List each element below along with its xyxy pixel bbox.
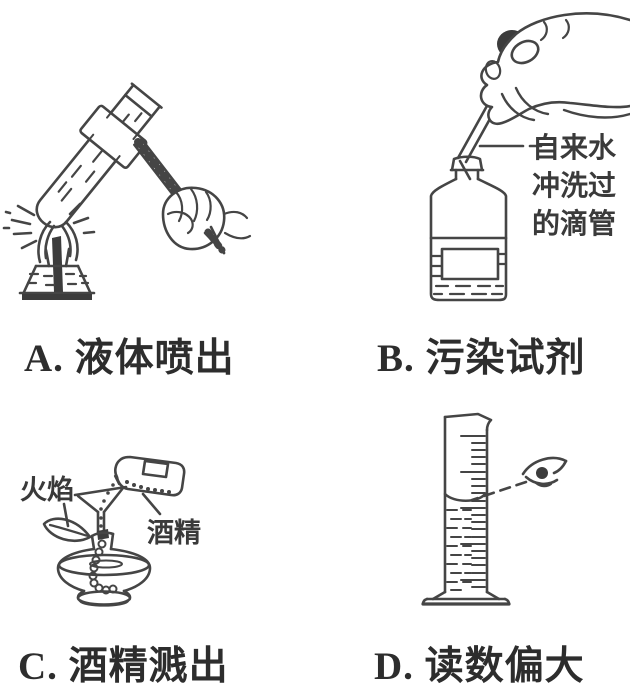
handle-tip bbox=[205, 227, 224, 253]
flame-pointer bbox=[64, 504, 68, 526]
thumb-nail bbox=[484, 59, 502, 80]
alcohol-lamp bbox=[20, 236, 94, 300]
reagent-bottle bbox=[431, 157, 506, 300]
caption-c: C. 酒精溅出 bbox=[18, 645, 229, 687]
hand bbox=[163, 188, 250, 249]
liquid-dashes bbox=[447, 510, 471, 590]
bottle-label bbox=[442, 249, 498, 279]
annotation-line-2: 冲洗过 bbox=[532, 171, 617, 202]
label-flame: 火焰 bbox=[20, 475, 74, 505]
alcohol-bottle bbox=[115, 457, 184, 495]
panel-c-illustration bbox=[0, 400, 260, 630]
caption-b: B. 污染试剂 bbox=[377, 337, 586, 380]
annotation-line-3: 的滴管 bbox=[532, 209, 617, 240]
tube-holder-clamp bbox=[79, 105, 147, 169]
annotation-line-1: 自来水 bbox=[532, 133, 617, 164]
bottle-label bbox=[143, 461, 168, 477]
panel-a-illustration bbox=[0, 0, 300, 300]
liquid-dashes bbox=[431, 254, 506, 294]
wick-coil bbox=[90, 541, 117, 594]
panel-d-illustration bbox=[330, 390, 630, 640]
meniscus bbox=[445, 494, 485, 501]
panel-b-illustration bbox=[330, 0, 630, 320]
splash-dots bbox=[125, 480, 171, 494]
label-alcohol: 酒精 bbox=[147, 518, 201, 548]
eye-icon bbox=[523, 458, 566, 486]
alcohol-lamp bbox=[58, 529, 150, 606]
pupil bbox=[536, 467, 548, 479]
index-fingertip bbox=[508, 37, 542, 68]
graduated-cylinder bbox=[423, 414, 509, 604]
caption-d: D. 读数偏大 bbox=[374, 645, 585, 687]
dropper-annotation: 自来水 冲洗过 的滴管 bbox=[532, 130, 616, 244]
test-tube bbox=[20, 77, 170, 242]
hand bbox=[481, 13, 630, 123]
flame bbox=[44, 519, 90, 541]
alcohol-pointer bbox=[143, 494, 160, 514]
caption-a: A. 液体喷出 bbox=[24, 337, 235, 380]
sight-line bbox=[472, 482, 526, 500]
